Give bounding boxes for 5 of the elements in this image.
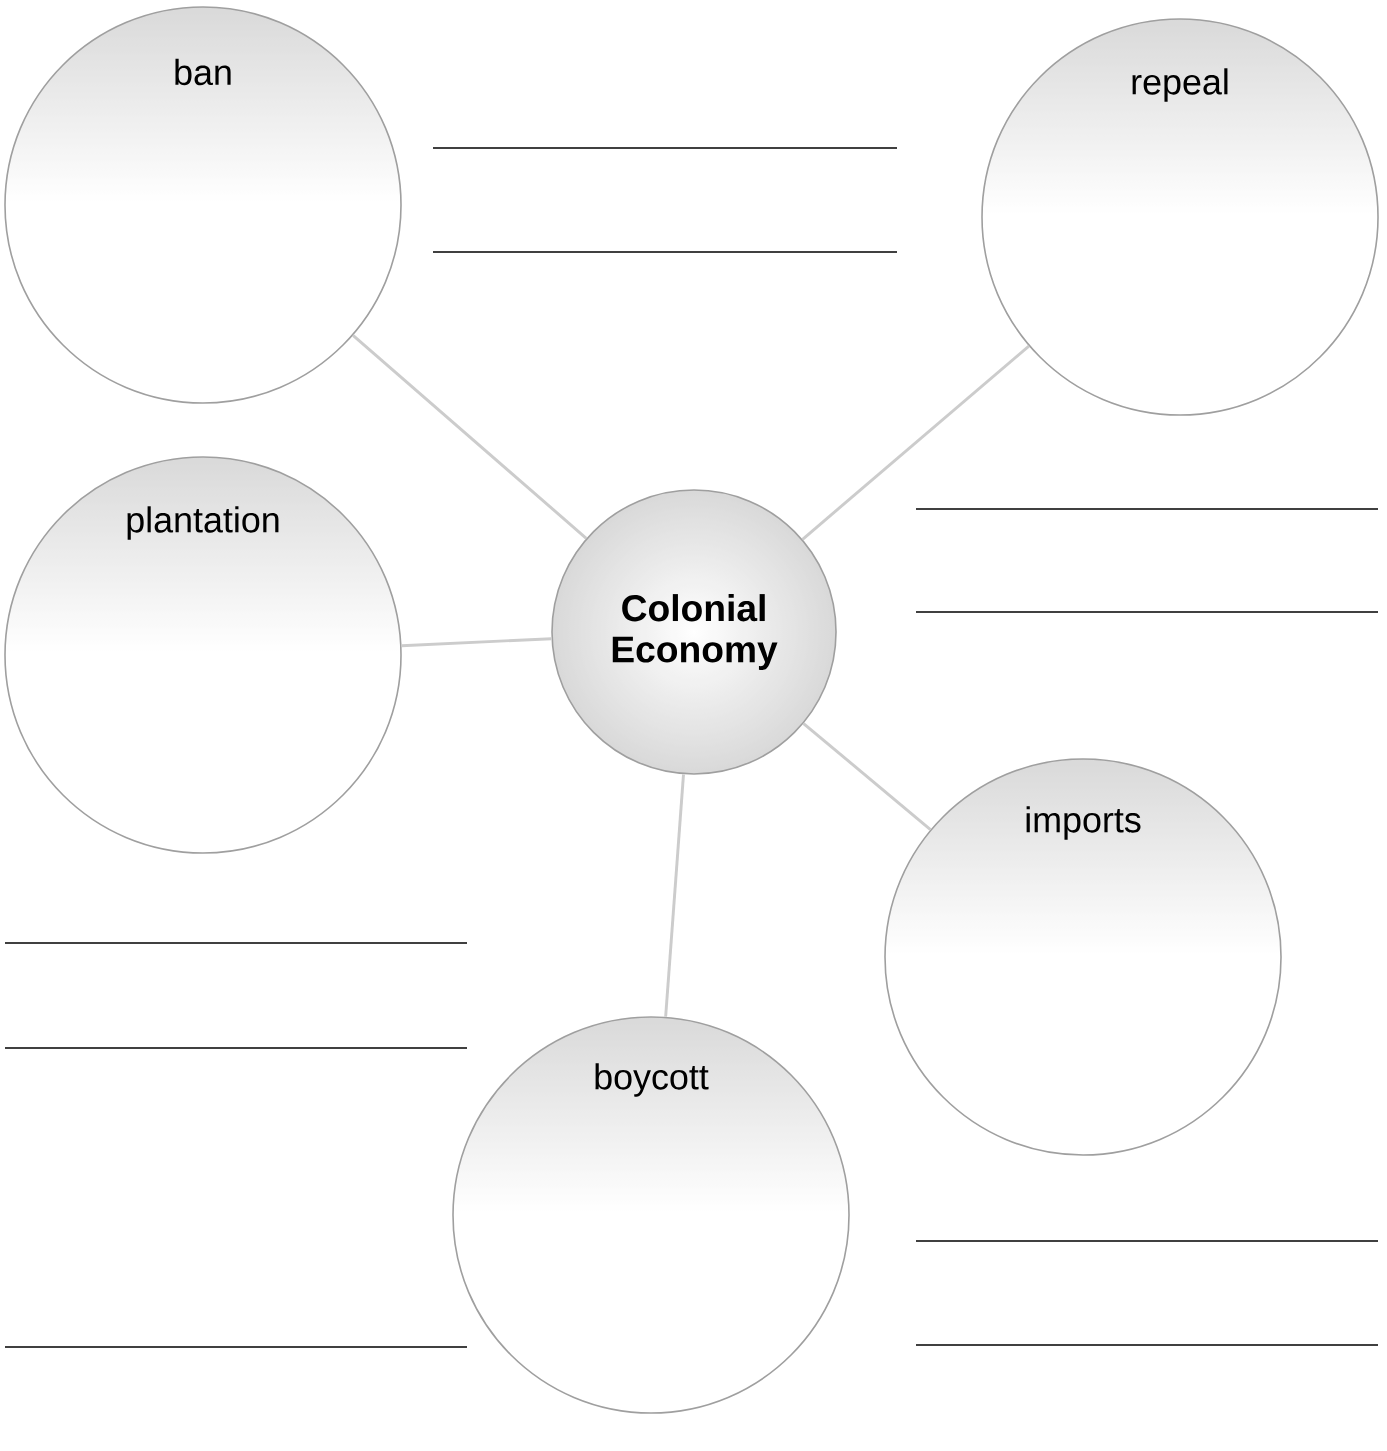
connector-line	[401, 637, 552, 648]
connector-line	[664, 774, 685, 1017]
connector-line	[802, 722, 932, 831]
connector-line	[801, 344, 1030, 541]
connector-line	[352, 334, 588, 540]
